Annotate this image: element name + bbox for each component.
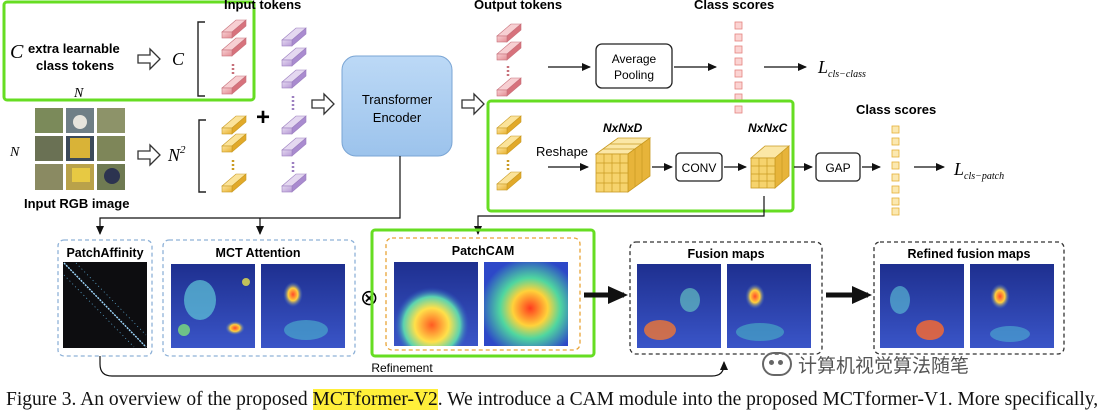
caption-suffix: . We introduce a CAM module into the pro… — [437, 389, 1098, 410]
class-tokens-symbol: C — [10, 41, 24, 63]
input-class-tokens — [221, 19, 247, 95]
figure-caption: Figure 3. An overview of the proposed MC… — [6, 388, 1098, 412]
gap-label: GAP — [825, 161, 850, 175]
image-dim-top: N — [73, 86, 84, 101]
refinement-label: Refinement — [371, 361, 433, 375]
refined-fusion-maps-title: Refined fusion maps — [908, 247, 1031, 261]
input-tokens-title: Input tokens — [224, 0, 301, 12]
refined-fusion-maps-panel — [873, 241, 1065, 355]
hollow-arrow-icon — [461, 92, 485, 116]
input-patch-tokens — [221, 115, 247, 193]
gap-block — [815, 152, 861, 182]
patch-affinity-title: PatchAffinity — [66, 246, 143, 260]
refinement-connector — [99, 356, 728, 377]
reshape-label: Reshape — [536, 144, 588, 159]
mct-attention-title: MCT Attention — [216, 246, 301, 260]
class-tokens-label-line2: class tokens — [36, 58, 114, 73]
fusion-maps-title: Fusion maps — [687, 247, 764, 261]
patchcam-panel — [385, 237, 581, 351]
class-scores-column-1 — [734, 21, 743, 114]
class-scores-title-2: Class scores — [856, 102, 936, 117]
class-tokens-output-symbol: C — [172, 49, 185, 69]
patch-tokens-bracket — [198, 119, 206, 193]
transformer-label-line1: Transformer — [362, 92, 433, 107]
input-image-grid — [35, 108, 125, 190]
fusion-map-1 — [637, 264, 721, 348]
wechat-icon — [762, 352, 792, 376]
patchcam-map-1 — [394, 262, 478, 346]
output-patch-tokens — [496, 115, 522, 191]
refined-map-2 — [970, 264, 1054, 348]
patch-affinity-panel — [57, 239, 153, 357]
caption-prefix: Figure 3. An overview of the proposed — [6, 389, 313, 410]
average-pooling-block — [595, 43, 673, 89]
input-image-label: Input RGB image — [24, 196, 129, 211]
watermark-text: 计算机视觉算法随笔 — [798, 354, 970, 377]
hollow-arrow-icon — [311, 92, 335, 116]
transformer-label-line2: Encoder — [373, 110, 422, 125]
loss-cls-patch: Lcls−patch — [953, 159, 1004, 182]
image-dim-left: N — [9, 145, 20, 160]
dim-nxnxc-label: NxNxC — [748, 121, 788, 135]
mct-attention-panel — [162, 239, 356, 357]
feature-cube-nxnxc — [749, 145, 791, 189]
connector-transformer-to-bottom — [96, 156, 401, 235]
mct-attention-map-2 — [261, 264, 345, 348]
caption-highlight: MCTformer-V2 — [312, 389, 438, 410]
patch-count-symbol: N2 — [167, 144, 186, 165]
mct-attention-map-1 — [171, 264, 255, 348]
fusion-maps-panel — [629, 241, 823, 355]
position-embeddings — [281, 27, 307, 193]
patchcam-title: PatchCAM — [452, 244, 515, 258]
multiply-symbol: ⊗ — [360, 285, 378, 310]
transformer-encoder-block — [341, 55, 453, 157]
class-tokens-bracket — [197, 21, 205, 97]
patchcam-map-2 — [484, 262, 568, 346]
feature-cube-nxnxd — [594, 137, 652, 193]
connector-cam-to-patchcam — [474, 196, 765, 235]
dim-nxnxd-label: NxNxD — [603, 121, 643, 135]
plus-symbol: + — [256, 104, 270, 131]
output-tokens-title: Output tokens — [474, 0, 562, 12]
average-pooling-line1: Average — [612, 52, 657, 66]
conv-label: CONV — [682, 161, 717, 175]
hollow-arrow-icon — [137, 47, 161, 71]
refined-map-1 — [880, 264, 964, 348]
hollow-arrow-icon — [137, 143, 161, 167]
watermark: 计算机视觉算法随笔 — [762, 350, 969, 378]
output-class-tokens — [496, 23, 522, 97]
average-pooling-line2: Pooling — [614, 68, 654, 82]
conv-block — [675, 152, 723, 182]
fusion-map-2 — [727, 264, 811, 348]
cam-module-highlight-box — [486, 99, 795, 213]
class-scores-title-1: Class scores — [694, 0, 774, 12]
class-tokens-label-line1: extra learnable — [28, 41, 120, 56]
class-tokens-highlight-box — [2, 0, 256, 102]
class-scores-column-2 — [891, 125, 900, 216]
loss-class-class: Lcls−class — [817, 57, 866, 80]
